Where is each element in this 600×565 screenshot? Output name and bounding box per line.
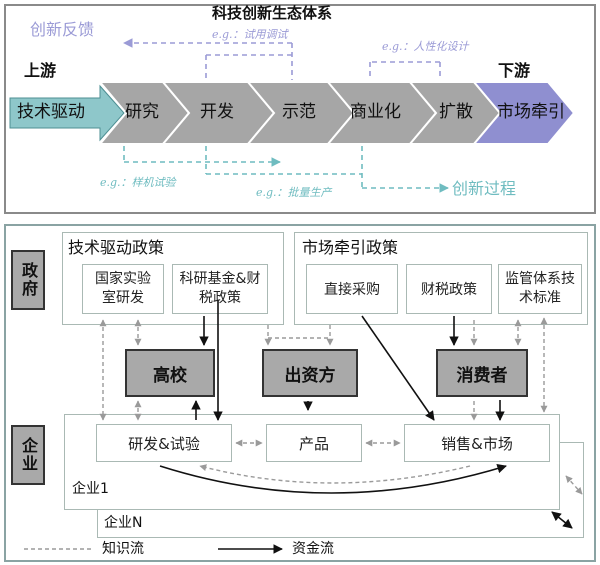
market-policy-title: 市场牵引政策 (302, 238, 399, 257)
chain-step-tech-driven: 技术驱动 (17, 102, 85, 122)
consumer-box: 消费者 (436, 349, 528, 397)
process-lines (123, 146, 449, 193)
upstream-label: 上游 (24, 61, 57, 80)
downstream-label: 下游 (498, 61, 531, 80)
chain-step-demonstration: 示范 (282, 102, 316, 122)
tech-policy-group (62, 232, 284, 325)
sales-text: 销售&市场 (441, 434, 513, 453)
chain-step-commercialization: 商业化 (350, 102, 401, 122)
regulation-box: 监管体系技术标准 (498, 264, 582, 314)
national-lab-box: 国家实验室研发 (82, 264, 164, 314)
investor-box: 出资方 (262, 349, 358, 397)
example-trial: e.g.：试用调试 (212, 28, 288, 41)
government-label: 政府 (11, 250, 45, 310)
chain-step-market-pull: 市场牵引 (497, 102, 565, 122)
example-mass-production: e.g.：批量生产 (256, 186, 332, 199)
chain-step-diffusion: 扩散 (439, 102, 473, 122)
policy-panel (4, 224, 596, 562)
chain-step-development: 开发 (200, 102, 234, 122)
rnd-text: 研发&试验 (128, 434, 200, 453)
tax-policy-box: 财税政策 (406, 264, 492, 314)
knowledge-flows (24, 317, 583, 550)
university-box: 高校 (125, 349, 215, 397)
diagram-title: 科技创新生态体系 (212, 4, 333, 22)
research-fund-box: 科研基金&财税政策 (172, 264, 268, 314)
tax-policy-text: 财税政策 (421, 282, 477, 298)
example-personalized: e.g.：人性化设计 (382, 40, 469, 53)
market-policy-group (294, 232, 588, 325)
rnd-box: 研发&试验 (96, 424, 232, 462)
chain-shapes (9, 81, 576, 145)
national-lab-text: 国家实验室研发 (95, 271, 151, 306)
enterprise-label: 企业 (11, 425, 45, 485)
process-label: 创新过程 (452, 179, 517, 198)
enterprise-1-label: 企业1 (72, 481, 109, 497)
capital-flows (159, 300, 573, 554)
sales-box: 销售&市场 (404, 424, 550, 462)
research-fund-text: 科研基金&财税政策 (179, 271, 261, 306)
product-text: 产品 (298, 434, 329, 453)
legend-knowledge-flow: 知识流 (102, 541, 144, 557)
regulation-text: 监管体系技术标准 (505, 271, 575, 306)
product-box: 产品 (266, 424, 362, 462)
procurement-box: 直接采购 (306, 264, 398, 314)
legend-capital-flow: 资金流 (292, 541, 334, 557)
innovation-chain-panel (4, 4, 596, 214)
innovation-chain-svg (9, 38, 576, 193)
feedback-lines (123, 38, 441, 80)
chain-step-research: 研究 (125, 102, 159, 122)
example-prototype: e.g.：样机试验 (100, 176, 176, 189)
feedback-label: 创新反馈 (30, 20, 95, 39)
tech-policy-title: 技术驱动政策 (68, 238, 165, 257)
procurement-text: 直接采购 (324, 282, 380, 298)
enterprise-n-label: 企业N (104, 515, 143, 531)
